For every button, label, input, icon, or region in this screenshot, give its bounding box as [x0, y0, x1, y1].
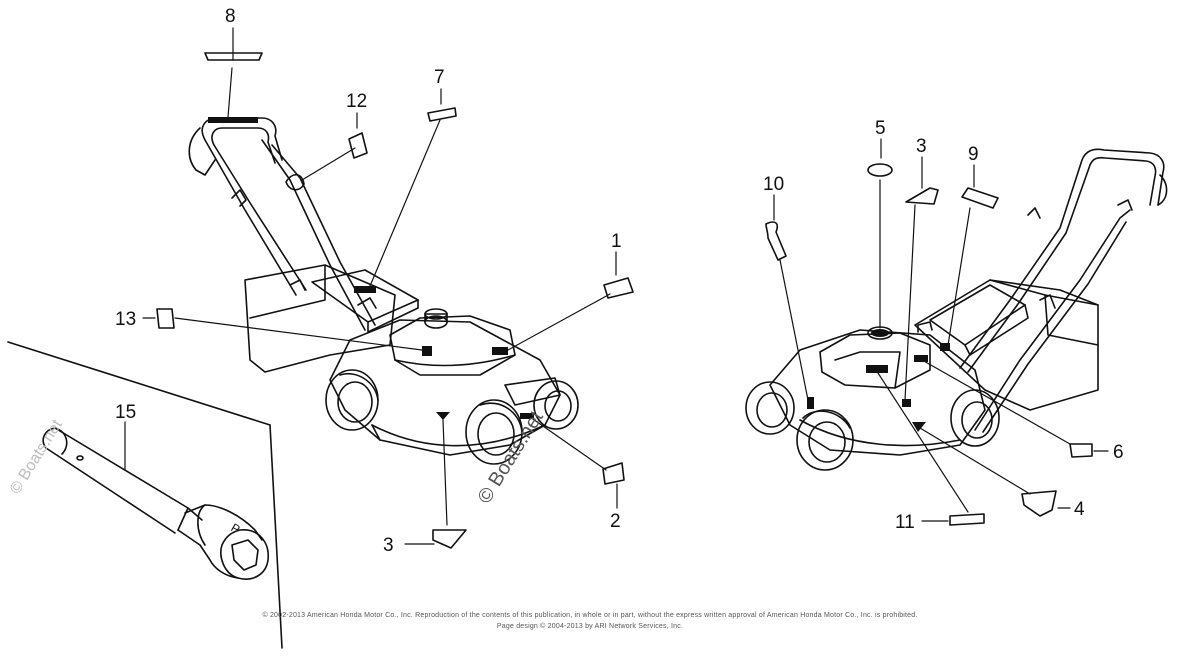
- page-design-line: Page design © 2004-2013 by ARI Network S…: [496, 623, 684, 630]
- left-deck: [329, 319, 561, 456]
- part-7-label: [427, 107, 457, 122]
- left-mower: [142, 27, 634, 549]
- right-mower: [745, 138, 1168, 526]
- left-engine-shroud: [389, 315, 516, 376]
- callout-8: 8: [225, 6, 236, 27]
- callout-10: 10: [763, 174, 784, 195]
- part-3-label-left: [432, 529, 467, 549]
- callout-3-right: 3: [916, 136, 927, 157]
- part-6-label: [1069, 443, 1093, 458]
- callout-2: 2: [610, 511, 621, 532]
- watermark-left: © Boats.net: [7, 417, 66, 498]
- left-handle: [188, 117, 377, 331]
- callout-13: 13: [115, 309, 136, 330]
- part-4-label: [1021, 490, 1057, 517]
- callout-numbers: 8 12 7 1 13 2 3 15 5 3 9 10 6 4 11 P: [115, 6, 1124, 556]
- part-8-label: [204, 52, 263, 61]
- part-10-label: [765, 221, 787, 261]
- right-rear-wheel: [745, 381, 795, 435]
- right-front-wheel: [796, 409, 854, 471]
- left-rear-wheel: [325, 369, 379, 431]
- part-3-label-right: [905, 187, 939, 205]
- callout-15: 15: [115, 402, 136, 423]
- right-handle: [959, 148, 1168, 433]
- callout-5: 5: [875, 118, 886, 139]
- part-2-label: [602, 462, 625, 485]
- right-engine-shroud: [819, 332, 931, 389]
- right-deck: [769, 329, 986, 456]
- part-13-label: [156, 308, 175, 329]
- part-12-label: [348, 132, 368, 159]
- left-rear-flap: [311, 269, 419, 323]
- callout-7: 7: [434, 67, 445, 88]
- part-9-label: [961, 187, 999, 209]
- callout-12: 12: [346, 91, 367, 112]
- callout-3-left: 3: [383, 535, 394, 556]
- part-1-label: [603, 277, 634, 299]
- part-11-label: [949, 513, 985, 526]
- callout-9: 9: [968, 144, 979, 165]
- callout-1: 1: [611, 231, 622, 252]
- socket-wrench: [7, 341, 283, 649]
- callout-6: 6: [1113, 442, 1124, 463]
- part-5-label: [867, 163, 893, 177]
- left-front-wheel: [465, 399, 523, 465]
- callout-4: 4: [1074, 499, 1085, 520]
- right-grass-bag: [914, 279, 1099, 411]
- callout-11: 11: [895, 512, 915, 533]
- left-grass-bag: [244, 264, 396, 373]
- copyright-line: © 2002-2013 American Honda Motor Co., In…: [262, 612, 918, 619]
- left-front-wheel-far: [533, 380, 579, 430]
